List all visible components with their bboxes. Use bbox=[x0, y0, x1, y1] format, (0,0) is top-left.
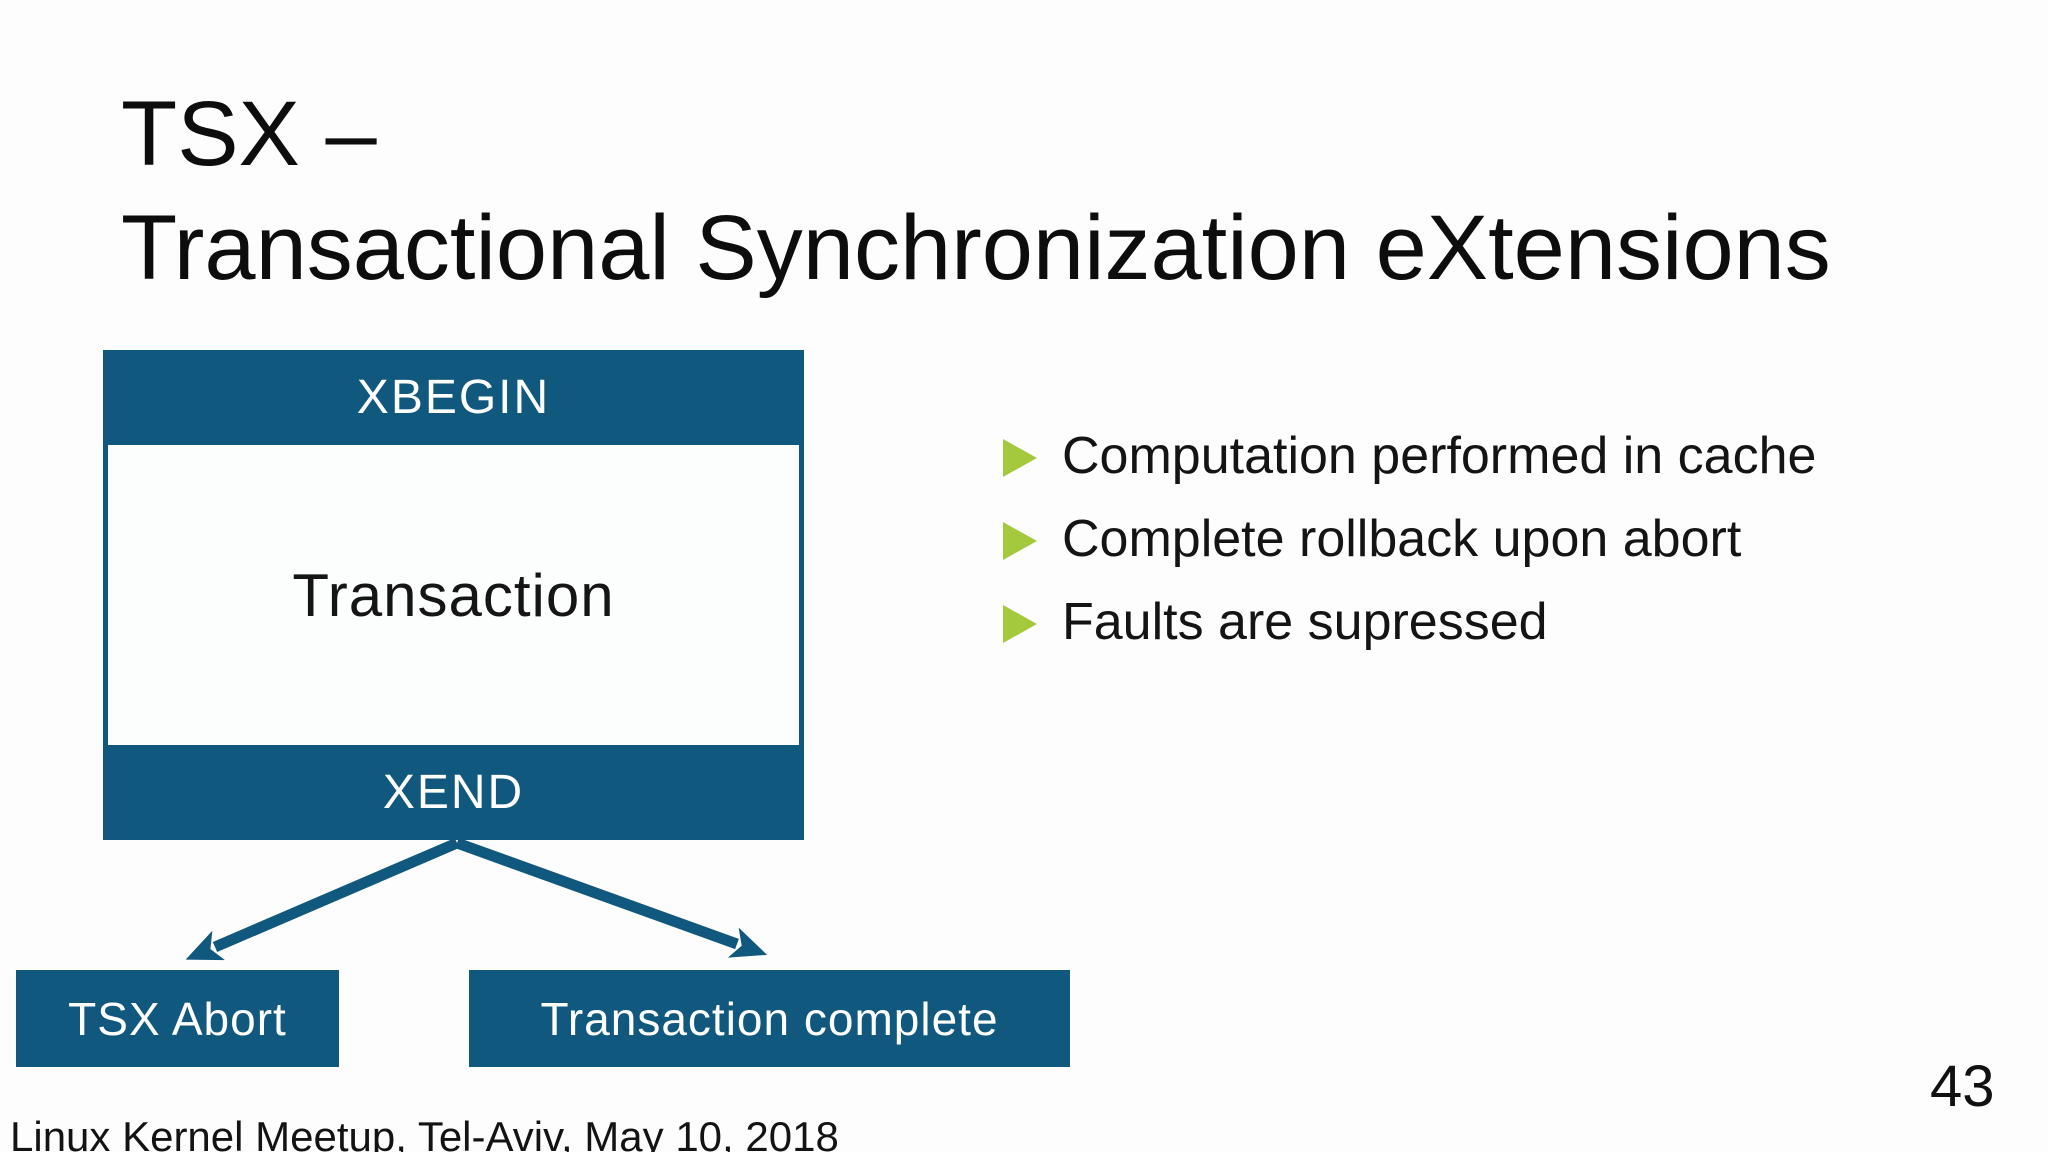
bullet-item: Computation performed in cache bbox=[1003, 426, 1816, 486]
xbegin-band: XBEGIN bbox=[356, 371, 551, 424]
slide-title: TSX – Transactional Synchronization eXte… bbox=[121, 77, 1831, 305]
bullet-item: Complete rollback upon abort bbox=[1003, 509, 1816, 569]
bullet-text: Complete rollback upon abort bbox=[1062, 510, 1742, 568]
footer-text: Linux Kernel Meetup, Tel-Aviv, May 10, 2… bbox=[10, 1113, 839, 1152]
transaction-complete-box: Transaction complete bbox=[469, 970, 1070, 1067]
transaction-flow-box: XBEGIN Transaction XEND bbox=[103, 350, 804, 840]
triangle-bullet-icon bbox=[1003, 439, 1037, 477]
tsx-abort-label: TSX Abort bbox=[68, 992, 287, 1045]
bullet-text: Faults are supressed bbox=[1062, 593, 1548, 651]
bullet-text: Computation performed in cache bbox=[1062, 427, 1817, 485]
bullet-item: Faults are supressed bbox=[1003, 592, 1816, 652]
transaction-body: Transaction bbox=[108, 445, 799, 745]
page-number: 43 bbox=[1930, 1054, 1995, 1119]
arrow-to-abort bbox=[185, 837, 460, 961]
transaction-complete-label: Transaction complete bbox=[540, 992, 999, 1045]
arrow-to-complete bbox=[455, 837, 768, 958]
slide-title-line2: Transactional Synchronization eXtensions bbox=[121, 197, 1831, 299]
tsx-abort-box: TSX Abort bbox=[16, 970, 339, 1067]
bullet-list: Computation performed in cache Complete … bbox=[1003, 426, 1816, 675]
triangle-bullet-icon bbox=[1003, 522, 1037, 560]
slide-title-line1: TSX – bbox=[121, 83, 377, 185]
triangle-bullet-icon bbox=[1003, 605, 1037, 643]
xend-band: XEND bbox=[382, 766, 525, 819]
